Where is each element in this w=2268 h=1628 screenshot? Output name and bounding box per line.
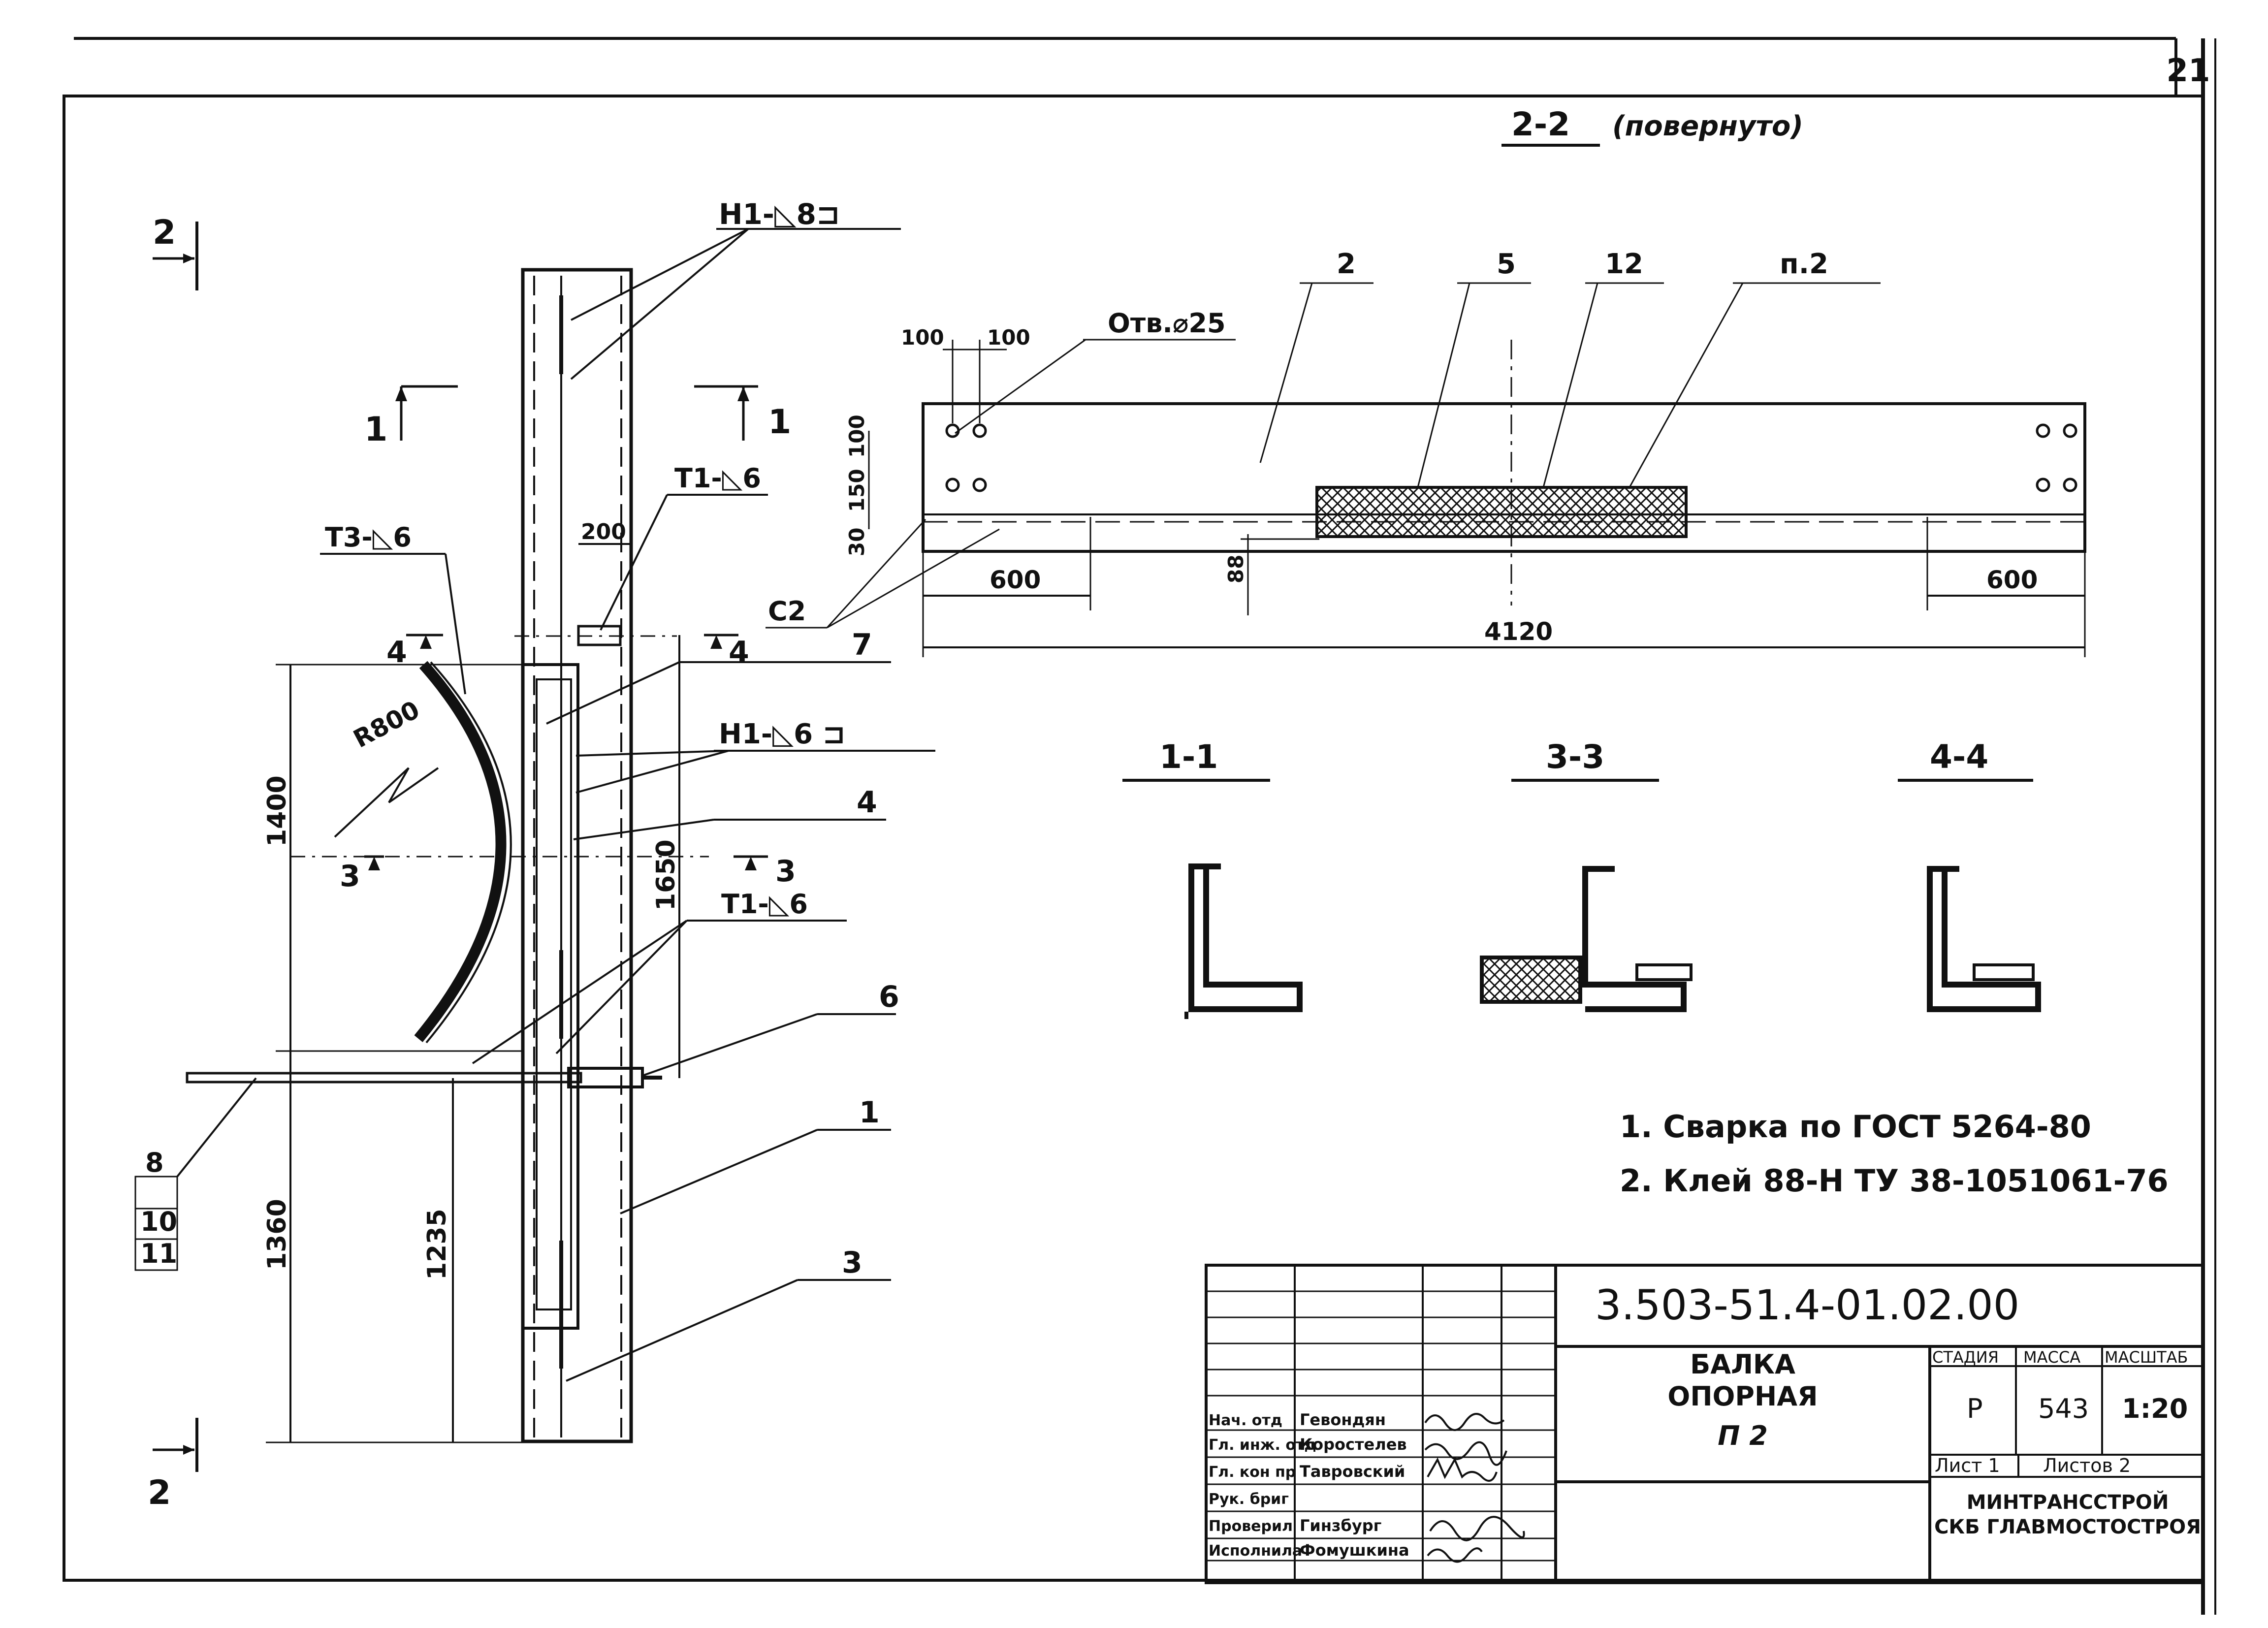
signature-3 <box>1427 1457 1498 1482</box>
signer-name-1: Гевондян <box>1300 1410 1386 1429</box>
cut-2-top-label: 2 <box>153 213 176 252</box>
weld-h1-8-label: Н1-◺8⊐ <box>719 197 840 231</box>
pos-3-label: 3 <box>842 1245 862 1280</box>
cut-3-right-label: 3 <box>775 854 796 889</box>
pos-8-label: 8 <box>145 1147 164 1178</box>
title-line-1: БАЛКА <box>1690 1349 1795 1380</box>
scale-header: МАСШТАБ <box>2105 1348 2188 1367</box>
dim-88: 88 <box>1224 555 1248 583</box>
weld-h1-6-label: Н1-◺6 ⊐ <box>719 718 846 750</box>
scale-value: 1:20 <box>2122 1393 2188 1424</box>
elevation-view: 2 2 1 1 4 4 3 3 1400 1360 <box>134 197 935 1512</box>
pos-1-label: 1 <box>859 1095 880 1130</box>
title-block: 3.503-51.4-01.02.00 БАЛКА ОПОРНАЯ П 2 СТ… <box>1205 1264 2204 1584</box>
weld-t1-6-mid-label: Т1-◺6 <box>721 889 808 920</box>
c2-label: С2 <box>768 596 806 627</box>
signer-role-3: Гл. кон пр <box>1209 1464 1296 1481</box>
section-2-2-note: (повернуто) <box>1612 110 1803 142</box>
pad-hatched-3-3 <box>1480 956 1582 1004</box>
section-2-2-title: 2-2 <box>1511 105 1570 143</box>
sections-view: 1-1 3-3 4-4 <box>1122 738 2041 1019</box>
pos-6-label: 6 <box>879 980 899 1014</box>
section-3-3-title: 3-3 <box>1546 738 1604 776</box>
dim-600-b: 600 <box>1986 566 2038 594</box>
dim-600-a: 600 <box>990 566 1041 594</box>
radius-label: R800 <box>349 695 424 753</box>
dim-1400: 1400 <box>262 775 292 847</box>
dim-1235: 1235 <box>422 1209 452 1280</box>
section-2-2-view: 2-2 (повернуто) 100 100 100 150 30 <box>766 105 2086 657</box>
pos-11-label: 11 <box>140 1238 177 1269</box>
signer-name-2: Коростелев <box>1300 1435 1407 1454</box>
section-1-1-title: 1-1 <box>1159 738 1218 776</box>
mass-value: 543 <box>2038 1393 2089 1424</box>
title-line-2: ОПОРНАЯ <box>1667 1381 1818 1412</box>
pos-7-label: 7 <box>852 628 872 662</box>
dim-200: 200 <box>581 519 626 544</box>
signature-5 <box>1429 1516 1525 1541</box>
notes-block: 1. Сварка по ГОСТ 5264-80 2. Клей 88-Н Т… <box>1620 1109 2169 1199</box>
note-1: 1. Сварка по ГОСТ 5264-80 <box>1620 1109 2091 1145</box>
weld-t3-6-label: Т3-◺6 <box>325 522 412 553</box>
signer-role-4: Рук. бриг <box>1209 1491 1289 1508</box>
hole-label: Отв.⌀25 <box>1108 308 1226 339</box>
signer-role-5: Проверил <box>1209 1518 1293 1535</box>
stage-value: Р <box>1967 1393 1983 1424</box>
pos-2-label: 2 <box>1337 248 1356 280</box>
signer-name-3: Тавровский <box>1300 1462 1405 1481</box>
pos-n2-label: п.2 <box>1780 248 1828 280</box>
section-4-4-title: 4-4 <box>1930 738 1988 776</box>
sheets-total: Листов 2 <box>2043 1455 2131 1476</box>
document-code: 3.503-51.4-01.02.00 <box>1595 1281 2019 1329</box>
dim-4120: 4120 <box>1484 617 1553 646</box>
signature-1 <box>1424 1413 1505 1431</box>
pos-12-label: 12 <box>1605 248 1643 280</box>
cut-3-left-label: 3 <box>340 859 360 894</box>
dim-30: 30 <box>845 528 869 556</box>
dim-1650: 1650 <box>651 839 681 911</box>
org-line-2: СКБ ГЛАВМОСТОСТРОЯ <box>1934 1516 2201 1538</box>
cut-1-right-label: 1 <box>768 403 791 442</box>
cut-2-bottom-label: 2 <box>148 1473 171 1512</box>
cut-4-right-label: 4 <box>729 635 749 670</box>
sheet-number: Лист 1 <box>1935 1455 2000 1476</box>
pos-5-label: 5 <box>1497 248 1516 280</box>
signer-name-5: Гинзбург <box>1300 1516 1381 1535</box>
note-2: 2. Клей 88-Н ТУ 38-1051061-76 <box>1620 1163 2169 1199</box>
cut-4-left-label: 4 <box>386 635 407 670</box>
cut-1-left-label: 1 <box>364 410 387 449</box>
pos-10-label: 10 <box>140 1206 177 1237</box>
dim-100-b: 100 <box>987 325 1030 350</box>
org-line-1: МИНТРАНССТРОЙ <box>1967 1490 2169 1514</box>
mass-header: МАССА <box>2023 1348 2080 1367</box>
dim-100-v: 100 <box>845 415 869 458</box>
signer-role-1: Нач. отд <box>1209 1412 1282 1429</box>
signer-role-2: Гл. инж. отд <box>1209 1436 1316 1454</box>
sheet-frame: 21 <box>63 37 2216 1615</box>
pad-hatched <box>1315 486 1688 538</box>
signer-role-6: Исполнила <box>1209 1542 1302 1560</box>
dim-1360: 1360 <box>262 1199 292 1270</box>
dim-150: 150 <box>845 469 869 512</box>
dim-100-a: 100 <box>901 325 944 350</box>
weld-t1-6-top-label: Т1-◺6 <box>674 463 761 494</box>
signature-6 <box>1427 1547 1483 1563</box>
title-line-3: П 2 <box>1718 1420 1768 1451</box>
stage-header: СТАДИЯ <box>1932 1348 1999 1367</box>
pos-4-label: 4 <box>857 785 877 820</box>
signature-2 <box>1424 1441 1507 1466</box>
signer-name-6: Фомушкина <box>1300 1541 1409 1560</box>
page-number: 21 <box>2166 53 2210 89</box>
